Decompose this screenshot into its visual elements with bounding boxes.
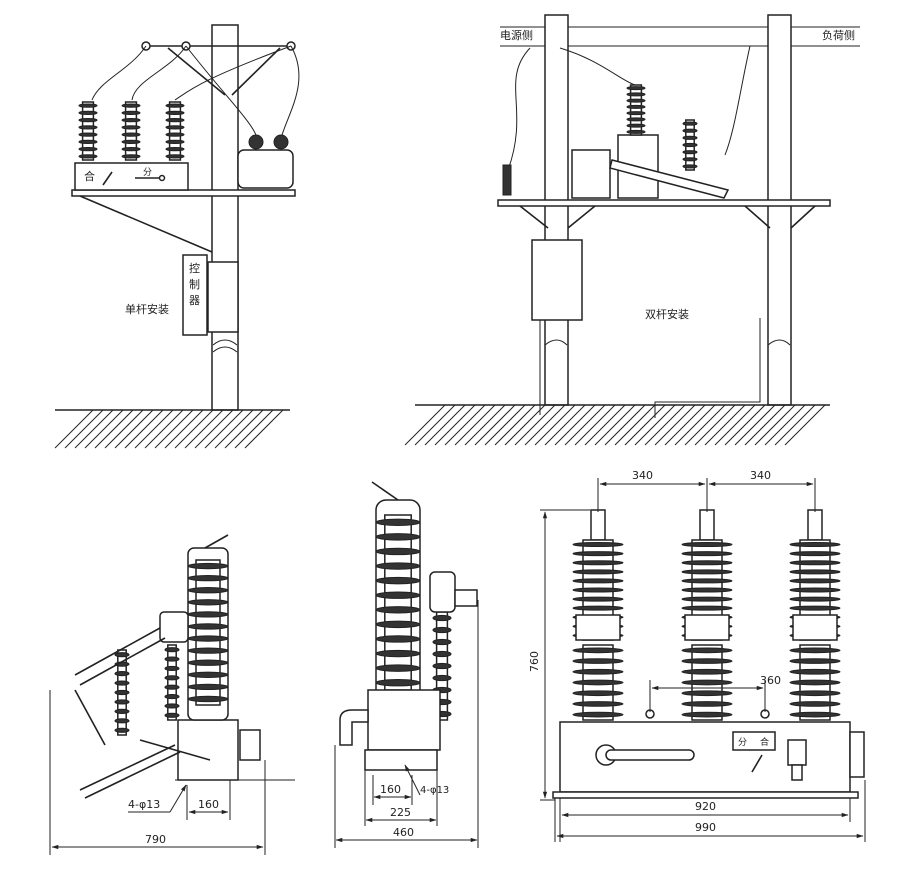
insulator bbox=[121, 101, 141, 161]
dim-total: 990 bbox=[695, 821, 716, 834]
side-view-drawing: 160 4-φ13 790 bbox=[49, 534, 295, 855]
phase-insulator-bottom bbox=[681, 644, 733, 721]
dim-total: 790 bbox=[145, 833, 166, 846]
dim-phase-2: 340 bbox=[750, 469, 771, 482]
voltage-transformer bbox=[237, 149, 294, 189]
controller-label-3: 器 bbox=[189, 294, 200, 307]
dim-base: 160 bbox=[198, 798, 219, 811]
front-view-drawing: 分 合 340 340 360 760 920 990 bbox=[528, 469, 866, 842]
controller-label-1: 控 bbox=[189, 261, 200, 275]
terminal bbox=[590, 509, 606, 541]
end-view-drawing: 160 4-φ13 225 460 bbox=[334, 481, 479, 848]
double-pole-label: 双杆安装 bbox=[645, 307, 689, 321]
dim-inner: 160 bbox=[380, 783, 401, 796]
insulator bbox=[187, 559, 229, 706]
controller-label-2: 制 bbox=[189, 278, 200, 291]
platform bbox=[497, 199, 831, 207]
insulator bbox=[375, 514, 421, 691]
insulator bbox=[432, 611, 452, 721]
pole-right bbox=[767, 14, 792, 406]
double-pole-installation: 电源侧 负荷侧 双杆安装 bbox=[404, 14, 860, 446]
dim-height: 760 bbox=[528, 651, 541, 672]
terminal bbox=[699, 509, 715, 541]
insulator bbox=[682, 119, 698, 171]
pt-unit bbox=[571, 149, 611, 199]
hole-spec: 4-φ13 bbox=[128, 798, 160, 811]
ground-hatch bbox=[404, 404, 826, 446]
hole-spec: 4-φ13 bbox=[420, 785, 449, 796]
dim-mid: 225 bbox=[390, 806, 411, 819]
insulator bbox=[114, 649, 130, 736]
controller-box bbox=[531, 239, 583, 321]
load-side-label: 负荷侧 bbox=[822, 28, 855, 42]
insulator bbox=[626, 84, 646, 136]
breaker-box bbox=[74, 162, 189, 191]
dim-mount: 360 bbox=[760, 674, 781, 687]
single-pole-installation: 合 分 控 制 器 单杆安装 bbox=[54, 24, 300, 449]
pole bbox=[211, 24, 239, 411]
platform bbox=[71, 189, 296, 197]
phase-insulator-bottom bbox=[789, 644, 841, 721]
phase-insulator-bottom bbox=[572, 644, 624, 721]
terminal bbox=[807, 509, 823, 541]
single-pole-label: 单杆安装 bbox=[125, 302, 169, 316]
close-mark: 合 bbox=[760, 736, 769, 748]
insulator bbox=[164, 644, 180, 721]
dim-total: 460 bbox=[393, 826, 414, 839]
ground-hatch bbox=[54, 409, 284, 449]
mechanism-box bbox=[177, 719, 239, 781]
open-mark: 分 bbox=[143, 167, 152, 178]
open-mark: 分 bbox=[738, 737, 747, 748]
insulator bbox=[78, 101, 98, 161]
close-mark: 合 bbox=[84, 169, 95, 183]
source-side-label: 电源侧 bbox=[500, 28, 533, 42]
dim-base: 920 bbox=[695, 800, 716, 813]
insulator bbox=[165, 101, 185, 161]
pole-left bbox=[544, 14, 569, 406]
controller-box bbox=[182, 254, 208, 336]
dim-phase-1: 340 bbox=[632, 469, 653, 482]
